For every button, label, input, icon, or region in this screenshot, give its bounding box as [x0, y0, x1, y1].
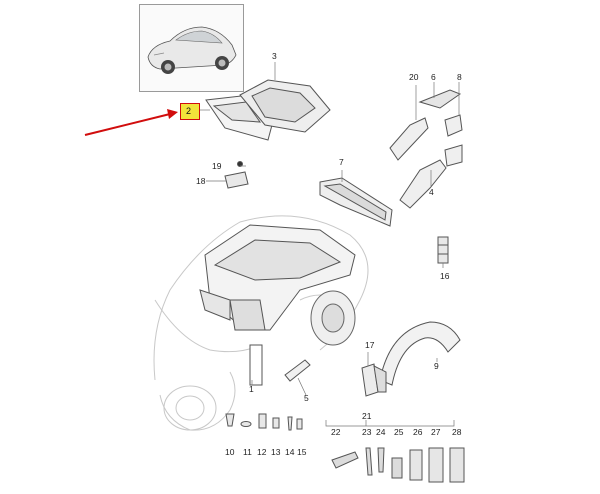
part-label-5[interactable]: 5 — [304, 393, 309, 403]
part-label-19[interactable]: 19 — [212, 161, 222, 171]
part-label-1[interactable]: 1 — [249, 384, 254, 394]
fasteners-10-15 — [225, 413, 303, 431]
part-label-22[interactable]: 22 — [331, 427, 341, 437]
part-3-floor — [239, 79, 331, 133]
part-label-20[interactable]: 20 — [409, 72, 419, 82]
part-label-26[interactable]: 26 — [413, 427, 423, 437]
part-label-21[interactable]: 21 — [362, 411, 372, 421]
part-label-3[interactable]: 3 — [272, 51, 277, 61]
car-thumbnail-image — [147, 26, 237, 74]
rear-wheel — [310, 290, 356, 346]
parts-20-4-6-8 — [389, 89, 463, 209]
part-label-17[interactable]: 17 — [365, 340, 375, 350]
part-label-23[interactable]: 23 — [362, 427, 372, 437]
part-label-4[interactable]: 4 — [429, 187, 434, 197]
part-label-25[interactable]: 25 — [394, 427, 404, 437]
part-label-8[interactable]: 8 — [457, 72, 462, 82]
part-label-9[interactable]: 9 — [434, 361, 439, 371]
body-structure-1 — [199, 224, 356, 386]
leader-lines — [200, 62, 460, 427]
part-label-18[interactable]: 18 — [196, 176, 206, 186]
part-label-2[interactable]: 2 — [186, 106, 192, 116]
highlight-box — [180, 103, 200, 120]
part-label-28[interactable]: 28 — [452, 427, 462, 437]
part-label-10[interactable]: 10 — [225, 447, 235, 457]
ghost-body-outline — [153, 215, 369, 381]
part-5-strip — [284, 359, 311, 382]
car-thumbnail — [139, 4, 244, 92]
part-label-7[interactable]: 7 — [339, 157, 344, 167]
part-label-14[interactable]: 14 — [285, 447, 295, 457]
part-17-bracket — [361, 363, 387, 397]
part-label-6[interactable]: 6 — [431, 72, 436, 82]
products-22-28 — [331, 447, 465, 483]
part-label-16[interactable]: 16 — [440, 271, 450, 281]
part-label-13[interactable]: 13 — [271, 447, 281, 457]
part-7-crossmember — [319, 177, 393, 227]
parts-18-19 — [224, 161, 249, 189]
part-label-24[interactable]: 24 — [376, 427, 386, 437]
part-label-12[interactable]: 12 — [257, 447, 267, 457]
highlight-arrow — [84, 109, 178, 136]
part-9-wheel-arch — [379, 321, 461, 386]
part-16-bracket — [437, 236, 449, 264]
part-label-11[interactable]: 11 — [243, 447, 252, 457]
part-label-27[interactable]: 27 — [431, 427, 441, 437]
part-label-15[interactable]: 15 — [297, 447, 307, 457]
